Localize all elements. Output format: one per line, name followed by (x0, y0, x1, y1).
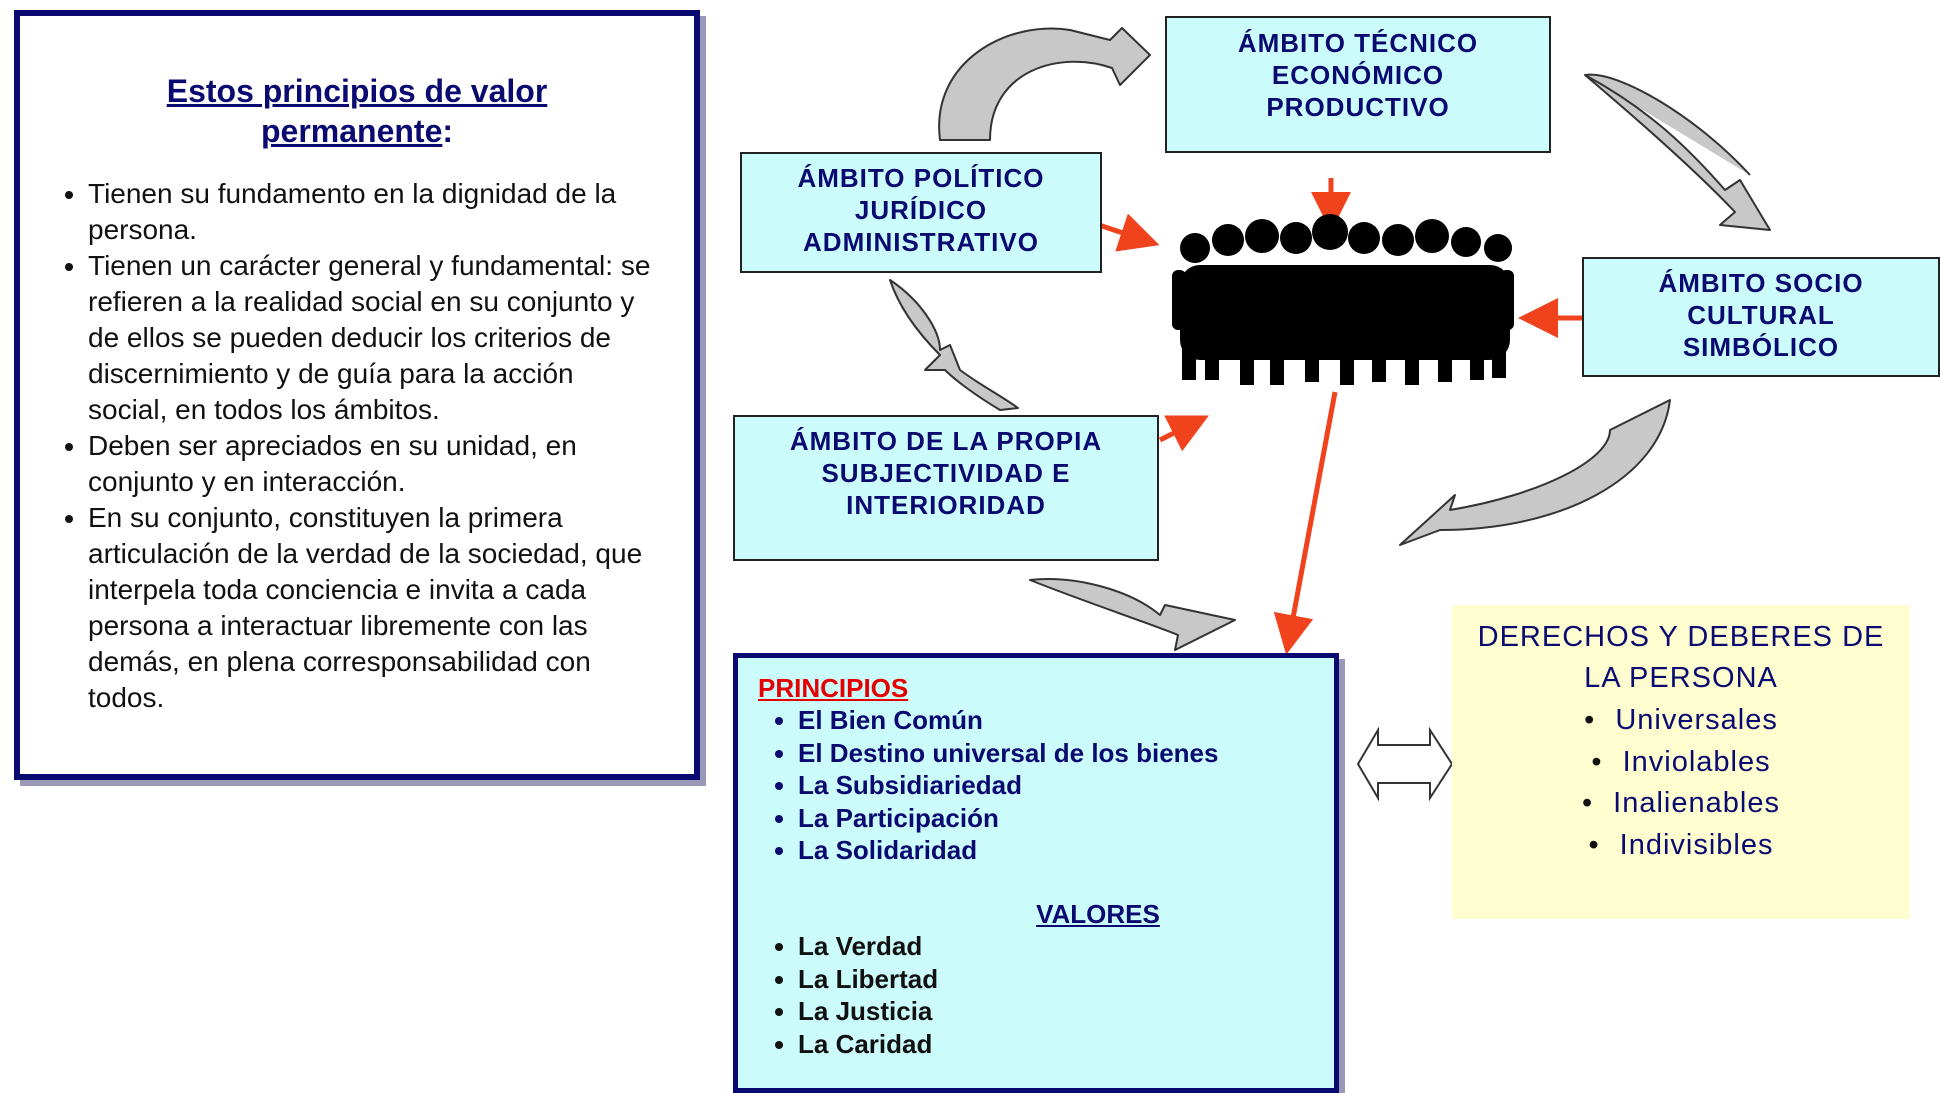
box-line: ÁMBITO POLÍTICO (797, 163, 1045, 193)
list-item: Tienen un carácter general y fundamental… (88, 248, 660, 428)
curved-arrow-bottom (1029, 578, 1236, 651)
list-item: Inalienables (1452, 783, 1910, 825)
rights-duties-box: DERECHOS Y DEBERES DE LA PERSONA Univers… (1452, 605, 1910, 919)
rights-title: DERECHOS Y DEBERES DE LA PERSONA (1452, 617, 1910, 699)
principles-values-box: PRINCIPIOS El Bien Común El Destino univ… (733, 653, 1339, 1093)
rights-title-line-2: LA PERSONA (1584, 662, 1778, 694)
list-item: La Justicia (798, 995, 938, 1028)
list-item: Indivisibles (1452, 825, 1910, 867)
panel-title: Estos principios de valor permanente: (20, 71, 694, 151)
box-line: ÁMBITO TÉCNICO (1237, 28, 1479, 58)
people-crowd-icon (1172, 214, 1514, 385)
list-item: La Solidaridad (798, 834, 1218, 867)
list-item: La Participación (798, 802, 1218, 835)
box-line: PRODUCTIVO (1266, 92, 1450, 122)
curved-cycle-arrows (889, 27, 1771, 651)
box-line: ECONÓMICO (1271, 60, 1445, 90)
box-line: SIMBÓLICO (1682, 332, 1840, 362)
rights-attributes-list: Universales Inviolables Inalienables Ind… (1452, 700, 1910, 866)
principles-description-panel: Estos principios de valor permanente: Tie… (14, 10, 700, 780)
list-item: El Bien Común (798, 704, 1218, 737)
list-item: La Libertad (798, 963, 938, 996)
box-line: CULTURAL (1687, 300, 1835, 330)
list-item: La Verdad (798, 930, 938, 963)
box-ambito-socio: ÁMBITO SOCIO CULTURAL SIMBÓLICO (1582, 257, 1940, 377)
curved-arrow-left-middle (889, 279, 1019, 411)
valores-list: La Verdad La Libertad La Justicia La Car… (738, 930, 938, 1060)
title-line-1: Estos principios de valor (166, 73, 548, 109)
curved-arrow-right-bottom (1399, 399, 1671, 546)
list-item: La Caridad (798, 1028, 938, 1061)
valores-heading: VALORES (1036, 899, 1160, 929)
principles-characteristics-list: Tienen su fundamento en la dignidad de l… (20, 176, 680, 716)
box-ambito-propia: ÁMBITO DE LA PROPIA SUBJECTIVIDAD E INTE… (733, 415, 1159, 561)
curved-arrow-top-left (938, 27, 1151, 141)
list-item: Tienen su fundamento en la dignidad de l… (88, 176, 660, 248)
box-line: JURÍDICO (854, 195, 988, 225)
list-item: Universales (1452, 700, 1910, 742)
curved-arrow-top-right (1584, 73, 1771, 231)
list-item: El Destino universal de los bienes (798, 737, 1218, 770)
box-line: ADMINISTRATIVO (803, 227, 1039, 257)
box-ambito-politico: ÁMBITO POLÍTICO JURÍDICO ADMINISTRATIVO (740, 152, 1102, 273)
arrow-crowd-to-principles (1273, 391, 1338, 655)
principios-heading: PRINCIPIOS (758, 673, 909, 703)
box-line: ÁMBITO DE LA PROPIA (789, 426, 1103, 456)
principios-list: El Bien Común El Destino universal de lo… (738, 704, 1218, 867)
rights-title-line-1: DERECHOS Y DEBERES DE (1477, 621, 1885, 653)
list-item: La Subsidiariedad (798, 769, 1218, 802)
list-item: En su conjunto, constituyen la primera a… (88, 500, 660, 716)
arrow-politico-to-crowd (1095, 213, 1160, 252)
title-colon: : (442, 113, 454, 149)
double-arrow-icon (1356, 726, 1454, 802)
box-line: ÁMBITO SOCIO (1658, 268, 1864, 298)
list-item: Deben ser apreciados en su unidad, en co… (88, 428, 660, 500)
arrow-propia-to-crowd (1158, 415, 1209, 452)
box-line: INTERIORIDAD (846, 490, 1046, 520)
box-line: SUBJECTIVIDAD E (821, 458, 1071, 488)
title-line-2: permanente (260, 113, 443, 149)
box-ambito-tecnico: ÁMBITO TÉCNICO ECONÓMICO PRODUCTIVO (1165, 16, 1551, 153)
list-item: Inviolables (1452, 742, 1910, 784)
